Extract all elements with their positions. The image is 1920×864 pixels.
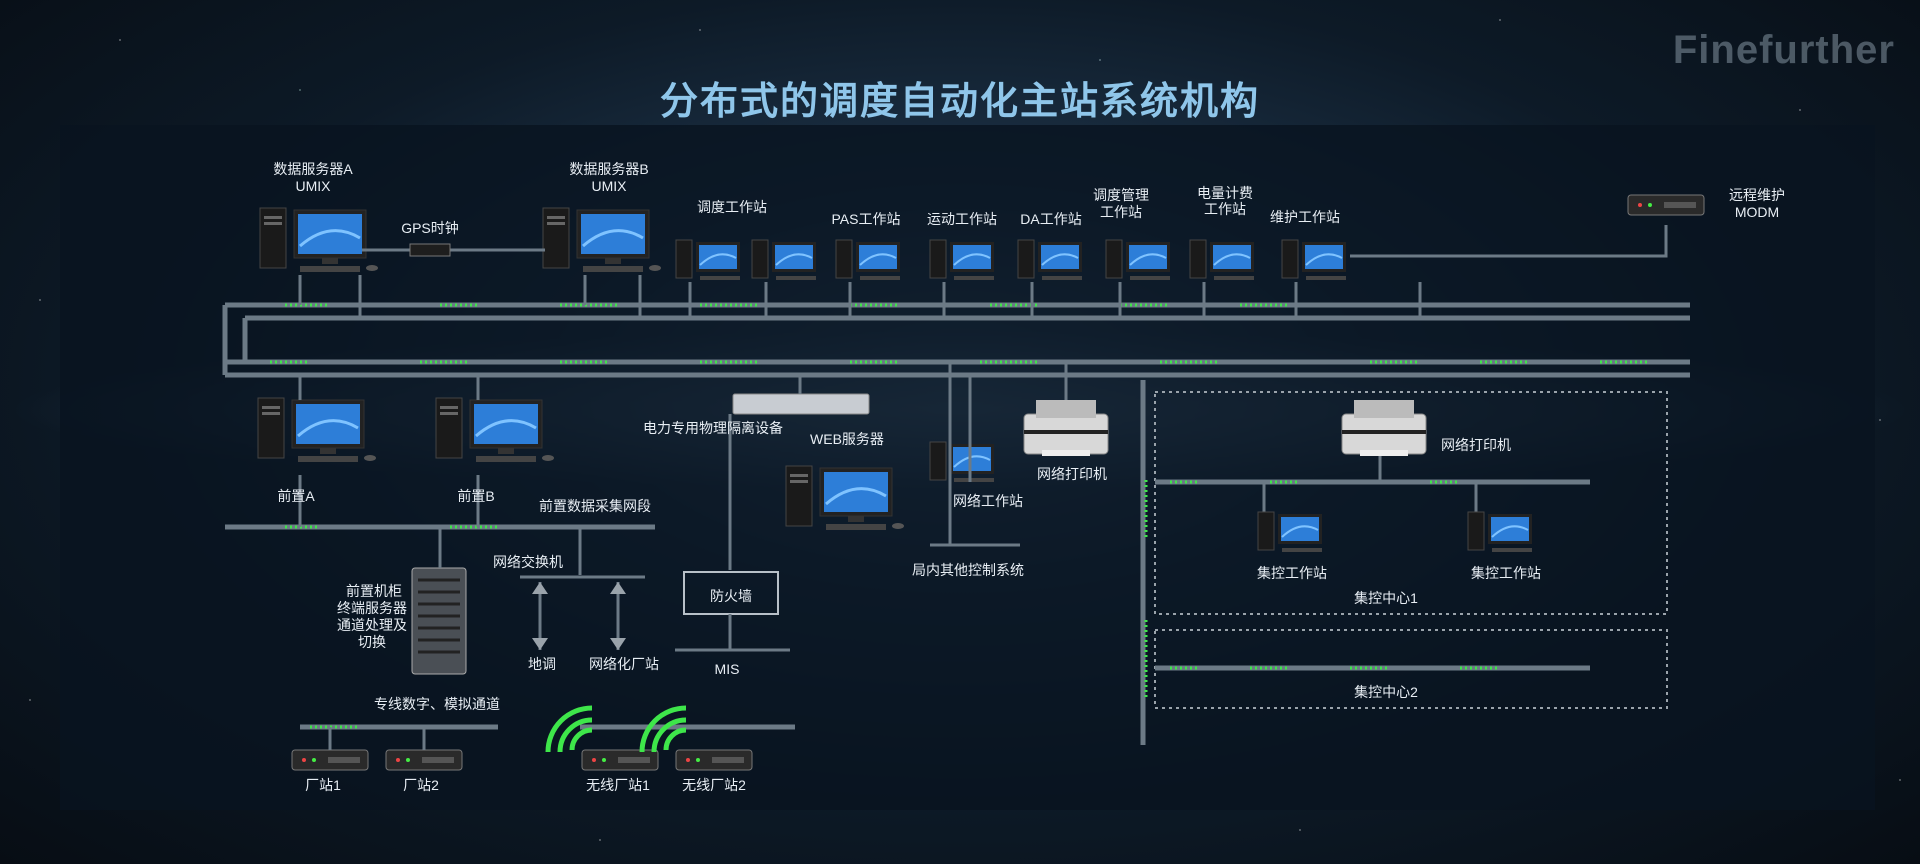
front-a-icon: [256, 396, 378, 464]
label-mis: MIS: [715, 661, 740, 677]
rack-slots: [418, 578, 460, 654]
isolation-link: [728, 375, 802, 570]
modem-icon: [1627, 194, 1705, 216]
label-cabinet-3: 通道处理及: [337, 617, 407, 633]
label-plant2: 厂站2: [403, 777, 439, 793]
label-mgmt-ws-1: 调度管理: [1093, 187, 1149, 203]
label-front-net: 前置数据采集网段: [539, 498, 651, 514]
label-remote-1: 远程维护: [1729, 187, 1785, 203]
label-net-plant: 网络化厂站: [589, 656, 659, 672]
label-dispatch-ws: 调度工作站: [697, 199, 767, 215]
center-ws-icon-2: [1467, 511, 1533, 553]
rack-icon: [411, 567, 467, 675]
label-gps: GPS时钟: [401, 220, 459, 236]
front-b-icon: [434, 396, 556, 464]
label-server-a-2: UMIX: [296, 178, 332, 194]
center-dots: [1170, 480, 1500, 670]
web-server-icon: [784, 464, 906, 532]
label-ditiao: 地调: [528, 656, 556, 672]
label-maint-ws: 维护工作站: [1270, 209, 1340, 225]
page-title: 分布式的调度自动化主站系统机构: [659, 81, 1260, 123]
wplant1-icon: [581, 749, 659, 771]
label-remote-2: MODM: [1735, 204, 1779, 220]
front-net-drops: [298, 475, 645, 579]
modem-link: [1350, 225, 1668, 258]
label-plant1: 厂站1: [305, 777, 341, 793]
label-server-b-1: 数据服务器B: [569, 161, 648, 177]
center1-box: [1154, 391, 1668, 615]
label-net-printer-2: 网络打印机: [1441, 437, 1511, 453]
label-center2: 集控中心2: [1354, 684, 1418, 700]
label-local-ctrl: 局内其他控制系统: [912, 562, 1024, 578]
label-center-ws-1: 集控工作站: [1257, 565, 1327, 581]
plant-drops: [328, 727, 426, 750]
net-printer-icon-1: [1023, 399, 1109, 457]
label-da-ws: DA工作站: [1020, 211, 1081, 227]
mis-link: [675, 614, 790, 652]
label-motion-ws: 运动工作站: [927, 211, 997, 227]
label-pas-ws: PAS工作站: [832, 211, 901, 227]
label-meter-ws-1: 电量计费: [1197, 185, 1253, 201]
net-ws-icon: [929, 441, 995, 483]
wireless-signal-icon-2: [639, 705, 687, 753]
server-b-icon: [541, 206, 663, 274]
dispatch-ws-icon-1: [675, 239, 741, 281]
plant1-icon: [291, 749, 369, 771]
isolation-device-icon: [732, 393, 870, 415]
label-dedicated: 专线数字、模拟通道: [374, 696, 500, 712]
label-isolation: 电力专用物理隔离设备: [643, 420, 783, 436]
label-web-server: WEB服务器: [810, 431, 884, 447]
arrow-heads: [532, 582, 626, 650]
brand-logo: Finefurther: [1672, 28, 1895, 72]
net-printer-icon-2: [1341, 399, 1427, 457]
wireless-signal-icon-1: [545, 705, 593, 753]
maint-ws-icon: [1281, 239, 1347, 281]
center1-drops: [1262, 456, 1478, 512]
switch-arrows: [538, 582, 620, 650]
server-a-icon: [258, 206, 380, 274]
label-meter-ws-2: 工作站: [1204, 201, 1246, 217]
label-server-b-2: UMIX: [592, 178, 628, 194]
label-net-ws: 网络工作站: [953, 493, 1023, 509]
mgmt-ws-icon: [1105, 239, 1171, 281]
label-center1: 集控中心1: [1354, 590, 1418, 606]
label-firewall: 防火墙: [710, 588, 752, 604]
label-cabinet-2: 终端服务器: [337, 600, 407, 616]
label-center-ws-2: 集控工作站: [1471, 565, 1541, 581]
center-ws-icon-1: [1257, 511, 1323, 553]
label-cabinet-1: 前置机柜: [346, 583, 402, 599]
wplant2-icon: [675, 749, 753, 771]
label-server-a-1: 数据服务器A: [273, 161, 353, 177]
dispatch-ws-icon-2: [751, 239, 817, 281]
pas-ws-icon: [835, 239, 901, 281]
label-cabinet-4: 切换: [358, 634, 386, 650]
label-wplant1: 无线厂站1: [586, 777, 650, 793]
label-front-a: 前置A: [277, 488, 315, 504]
label-mgmt-ws-2: 工作站: [1100, 204, 1142, 220]
label-net-printer-1: 网络打印机: [1037, 466, 1107, 482]
plant2-icon: [385, 749, 463, 771]
label-front-b: 前置B: [457, 488, 494, 504]
da-ws-icon: [1017, 239, 1083, 281]
meter-ws-icon: [1189, 239, 1255, 281]
gps-clock-icon: [409, 243, 451, 257]
label-switch: 网络交换机: [493, 554, 563, 570]
motion-ws-icon: [929, 239, 995, 281]
local-ctrl-links: [930, 362, 1020, 547]
ws-drops: [688, 282, 1422, 318]
label-wplant2: 无线厂站2: [682, 777, 746, 793]
front-drops: [298, 375, 480, 400]
server-drops: [298, 275, 642, 318]
